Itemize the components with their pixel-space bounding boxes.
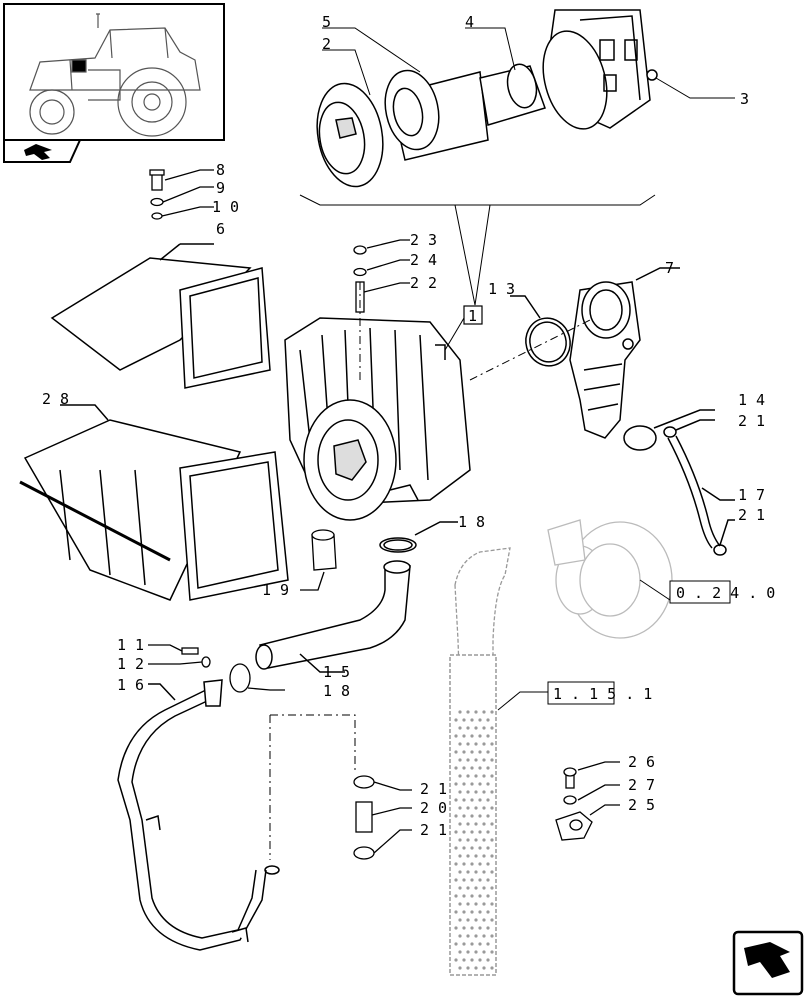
label-25: 2 5 (628, 796, 655, 814)
label-15: 1 5 (323, 663, 350, 681)
label-7: 7 (665, 259, 674, 277)
inner-filter (479, 63, 546, 126)
exhaust-pipe (449, 547, 511, 976)
callout-labels: 5 2 4 3 8 9 1 0 6 2 3 2 4 2 2 7 1 3 1 2 … (42, 13, 775, 839)
hose-20-clamps (353, 775, 412, 860)
nav-arrow-large[interactable] (732, 930, 804, 996)
label-24: 2 4 (410, 251, 437, 269)
intake-duct (19, 404, 289, 601)
nav-arrow-small[interactable] (3, 139, 82, 163)
elbow-hose-7 (569, 267, 680, 439)
tractor-icon (29, 13, 201, 137)
pipe-16 (117, 679, 280, 951)
filter-element (384, 69, 489, 161)
arrow-icon (744, 942, 790, 978)
label-21c: 2 1 (420, 780, 447, 798)
leader-lines-top (299, 27, 735, 306)
label-21b: 2 1 (738, 506, 765, 524)
air-filter-cap (316, 82, 384, 188)
ref-box-turbo (639, 579, 731, 604)
ref-box-exhaust (497, 681, 615, 711)
label-14: 1 4 (738, 391, 765, 409)
label-9: 9 (216, 179, 225, 197)
hardware-11-12 (148, 644, 285, 693)
clamp-13 (510, 295, 571, 367)
label-27: 2 7 (628, 776, 655, 794)
label-2: 2 (322, 35, 331, 53)
thumbnail-frame (3, 3, 225, 141)
label-20: 2 0 (420, 799, 447, 817)
label-28: 2 8 (42, 390, 69, 408)
intake-hood (50, 243, 271, 389)
label-4: 4 (465, 13, 474, 31)
air-filter-housing (284, 317, 471, 521)
label-3: 3 (740, 90, 749, 108)
clamp-18 (379, 521, 458, 553)
label-13: 1 3 (488, 280, 515, 298)
hose-17 (623, 409, 735, 556)
dashed-connectors (269, 282, 591, 860)
label-21a: 2 1 (738, 412, 765, 430)
plug-19 (300, 529, 337, 591)
label-11: 1 1 (117, 636, 144, 654)
label-10: 1 0 (212, 198, 239, 216)
label-1: 1 (468, 307, 477, 325)
filter-housing-top (542, 9, 658, 130)
ref-box-1 (444, 305, 483, 351)
label-5: 5 (322, 13, 331, 31)
label-22: 2 2 (410, 274, 437, 292)
label-18a: 1 8 (458, 513, 485, 531)
turbocharger (547, 519, 673, 639)
label-16: 1 6 (117, 676, 144, 694)
stud-hardware (353, 239, 410, 313)
label-18b: 1 8 (323, 682, 350, 700)
label-21d: 2 1 (420, 821, 447, 839)
arrow-icon (24, 144, 52, 160)
label-26: 2 6 (628, 753, 655, 771)
hose-15 (255, 560, 411, 673)
label-12: 1 2 (117, 655, 144, 673)
bolt-8 (149, 169, 214, 220)
label-17: 1 7 (738, 486, 765, 504)
label-19: 1 9 (262, 581, 289, 599)
label-23: 2 3 (410, 231, 437, 249)
bracket-hardware (555, 761, 620, 841)
exhaust-ref-text: 1 . 1 5 . 1 (553, 685, 652, 703)
label-6: 6 (216, 220, 225, 238)
perforation-pattern (454, 710, 494, 970)
label-8: 8 (216, 161, 225, 179)
turbo-ref-text: 0 . 2 4 . 0 (676, 584, 775, 602)
